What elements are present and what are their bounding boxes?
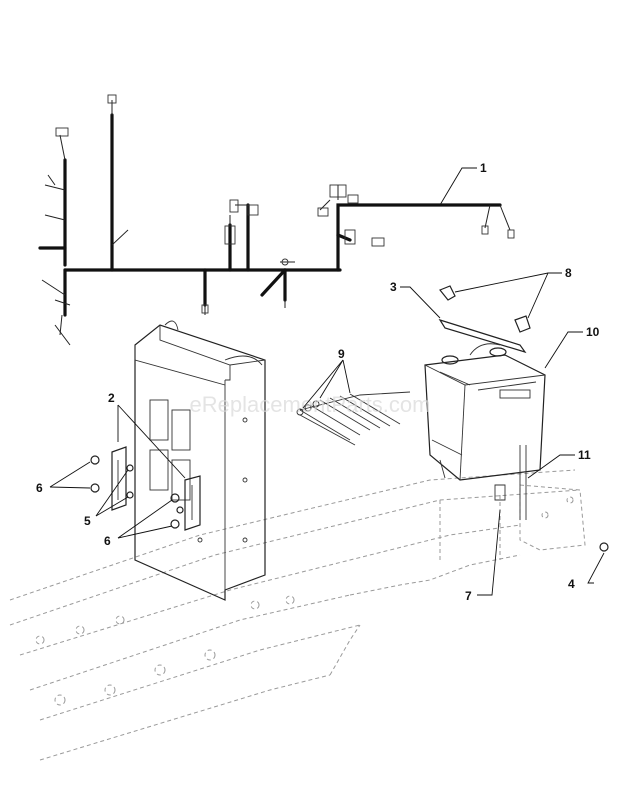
callout-4: 4 xyxy=(568,577,575,591)
mounting-plate xyxy=(134,320,266,601)
callout-11: 11 xyxy=(578,448,591,462)
callout-9: 9 xyxy=(338,347,345,361)
cable-ties xyxy=(296,391,411,446)
callout-6-left: 6 xyxy=(36,481,43,495)
callout-10: 10 xyxy=(586,325,600,339)
leader-lines xyxy=(49,167,605,596)
callout-2: 2 xyxy=(108,391,115,405)
watermark: eReplacementParts.com xyxy=(190,392,431,417)
callout-5: 5 xyxy=(84,514,91,528)
callout-1: 1 xyxy=(480,161,487,175)
hold-down-strap xyxy=(438,318,527,356)
hardware xyxy=(90,455,184,529)
battery-tray xyxy=(439,445,527,520)
callout-7: 7 xyxy=(465,589,472,603)
bolt xyxy=(599,542,609,552)
chassis-frame xyxy=(9,469,586,761)
wire-harness xyxy=(38,94,515,346)
battery xyxy=(424,347,546,481)
terminal-boots xyxy=(439,285,531,333)
callout-labels: 1 2 3 4 5 6 6 7 8 9 10 11 xyxy=(36,161,600,603)
hinge-brackets xyxy=(111,446,201,531)
callout-6-right: 6 xyxy=(104,534,111,548)
callout-3: 3 xyxy=(390,280,397,294)
callout-8: 8 xyxy=(565,266,572,280)
